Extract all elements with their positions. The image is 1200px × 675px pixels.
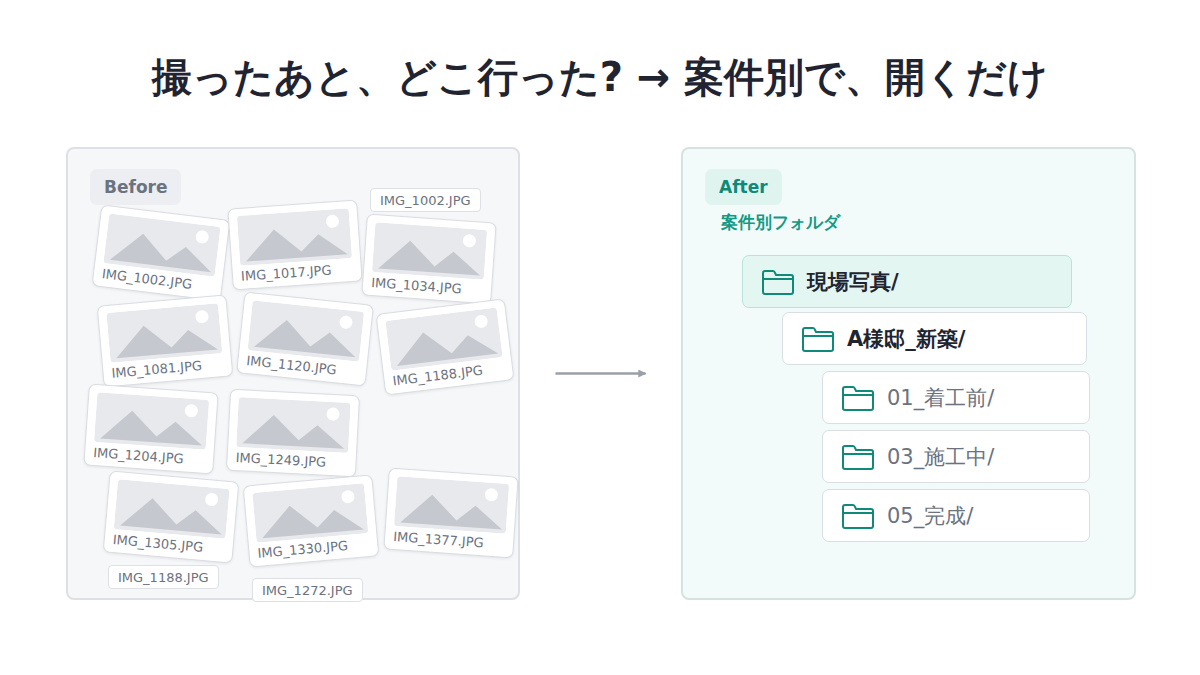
file-name: IMG_1272.JPG — [262, 583, 353, 598]
folder-icon — [841, 504, 875, 530]
file-name-tag: IMG_1002.JPG — [370, 188, 481, 212]
section-heading: 案件別フォルダ — [721, 211, 840, 234]
photo-thumbnail — [394, 476, 509, 534]
photo-thumbnail — [103, 213, 220, 276]
folder-box: 現場写真/ — [742, 255, 1072, 308]
file-name: IMG_1034.JPG — [371, 275, 462, 296]
file-name-tag: IMG_1188.JPG — [108, 565, 219, 589]
folder-name: 03_施工中/ — [887, 443, 994, 471]
folder-box: 01_着工前/ — [822, 371, 1090, 424]
photo-card: IMG_1120.JPG — [236, 291, 374, 386]
title: 撮ったあと、どこ行った? → 案件別で、開くだけ — [0, 50, 1200, 105]
photo-thumbnail — [372, 222, 487, 280]
photo-thumbnail — [237, 208, 352, 266]
folder-icon — [841, 386, 875, 412]
photo-thumbnail — [385, 307, 502, 370]
file-name: IMG_1188.JPG — [118, 570, 209, 585]
photo-card: IMG_1204.JPG — [83, 384, 218, 475]
photo-thumbnail — [106, 303, 222, 363]
photo-card: IMG_1305.JPG — [103, 470, 240, 563]
photo-card: IMG_1188.JPG — [375, 298, 514, 395]
photo-card: IMG_1377.JPG — [383, 468, 518, 559]
folder-box: A様邸_新築/ — [782, 312, 1087, 365]
panel-label: Before — [90, 169, 181, 205]
after-panel: After 案件別フォルダ 現場写真/ A様邸_新築/ 01_着工前/ 03_施工… — [681, 147, 1136, 600]
flow-arrow — [556, 372, 646, 375]
folder-name: 05_完成/ — [887, 502, 973, 530]
folder-name: A様邸_新築/ — [847, 325, 965, 353]
file-name: IMG_1249.JPG — [235, 450, 326, 470]
photo-card: IMG_1249.JPG — [226, 389, 360, 478]
folder-icon — [801, 327, 835, 353]
file-name: IMG_1204.JPG — [93, 445, 184, 466]
photo-card: IMG_1017.JPG — [227, 200, 362, 291]
folder-name: 現場写真/ — [807, 268, 899, 296]
photo-thumbnail — [252, 483, 368, 543]
photo-thumbnail — [94, 392, 209, 450]
photo-thumbnail — [248, 300, 365, 361]
file-name: IMG_1002.JPG — [380, 193, 471, 208]
photo-thumbnail — [114, 479, 230, 539]
photo-card: IMG_1002.JPG — [91, 204, 230, 301]
file-name: IMG_1017.JPG — [241, 263, 332, 284]
folder-name: 01_着工前/ — [887, 384, 994, 412]
panel-label: After — [705, 169, 782, 205]
photo-card: IMG_1330.JPG — [243, 474, 380, 567]
before-panel: Before IMG_1002.JPG IMG_1017.JPG IMG_103… — [66, 147, 520, 600]
file-name-tag: IMG_1272.JPG — [252, 578, 363, 602]
file-name: IMG_1377.JPG — [393, 529, 484, 550]
folder-box: 03_施工中/ — [822, 430, 1090, 483]
folder-icon — [841, 445, 875, 471]
photo-thumbnail — [236, 397, 350, 453]
folder-box: 05_完成/ — [822, 489, 1090, 542]
photo-card: IMG_1034.JPG — [361, 214, 496, 305]
photo-card: IMG_1081.JPG — [97, 294, 234, 387]
folder-icon — [761, 270, 795, 296]
